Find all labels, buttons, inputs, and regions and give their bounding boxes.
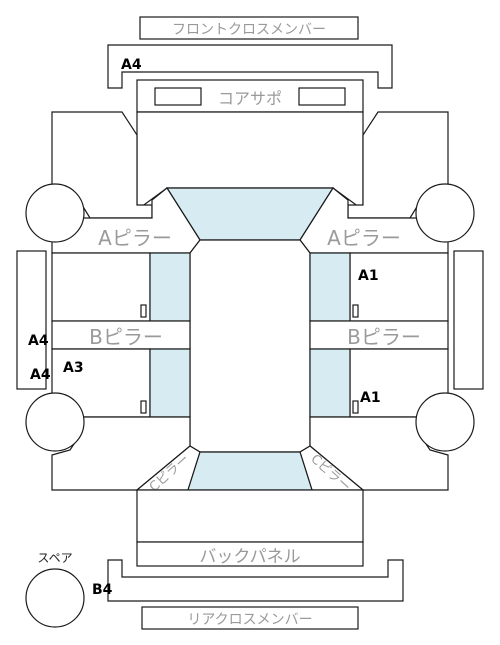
rating-rear-member: B4 bbox=[92, 582, 113, 598]
front-door-right-window bbox=[309, 252, 351, 322]
wheel-front-right bbox=[415, 183, 475, 243]
front-door-left-window bbox=[149, 252, 191, 322]
rear-door-right-window bbox=[309, 348, 351, 418]
rocker-right bbox=[453, 250, 484, 390]
a-pillar-right-label: Aピラー bbox=[327, 226, 401, 250]
rear-door-left-handle bbox=[140, 400, 147, 414]
wheel-front-left bbox=[25, 183, 85, 243]
rating-front-right-door: A1 bbox=[358, 268, 379, 284]
rating-rocker-left-upper: A4 bbox=[28, 333, 49, 349]
front-door-right bbox=[349, 252, 449, 322]
rear-cross-member-label: リアクロスメンバー bbox=[187, 612, 312, 628]
front-door-left bbox=[51, 252, 151, 322]
b-pillar-right-bar bbox=[309, 320, 449, 350]
front-door-right-handle bbox=[352, 304, 359, 318]
rating-rear-left-door: A3 bbox=[63, 360, 84, 376]
b-pillar-left-label: Bピラー bbox=[89, 325, 163, 349]
front-member-frame bbox=[107, 44, 393, 89]
rear-member-frame bbox=[107, 559, 404, 602]
trunk-lid bbox=[136, 489, 364, 543]
a-pillar-left-label: Aピラー bbox=[98, 226, 172, 250]
front-door-left-handle bbox=[140, 304, 147, 318]
rear-window bbox=[187, 451, 313, 491]
rear-door-right-handle bbox=[352, 400, 359, 414]
b-pillar-right-label: Bピラー bbox=[347, 325, 421, 349]
rating-rear-right-door: A1 bbox=[360, 390, 381, 406]
wheel-rear-right bbox=[415, 392, 475, 452]
spare-label: スペア bbox=[37, 551, 72, 565]
headlight-left bbox=[154, 87, 202, 106]
front-cross-member-box bbox=[139, 16, 359, 40]
roof-panel bbox=[189, 239, 311, 453]
rear-door-left-window bbox=[149, 348, 191, 418]
back-panel-box bbox=[136, 541, 364, 567]
front-cross-member-label: フロントクロスメンバー bbox=[172, 22, 326, 38]
rear-cross-member-box bbox=[141, 606, 359, 630]
rocker-left bbox=[16, 250, 47, 390]
spare-tire bbox=[25, 568, 85, 628]
core-support-label: コアサポ bbox=[218, 89, 282, 108]
wheel-rear-left bbox=[25, 392, 85, 452]
rating-rocker-left-lower: A4 bbox=[30, 367, 51, 383]
rating-front-member: A4 bbox=[121, 57, 142, 73]
back-panel-label: バックパネル bbox=[199, 547, 300, 567]
headlight-right bbox=[298, 87, 346, 106]
